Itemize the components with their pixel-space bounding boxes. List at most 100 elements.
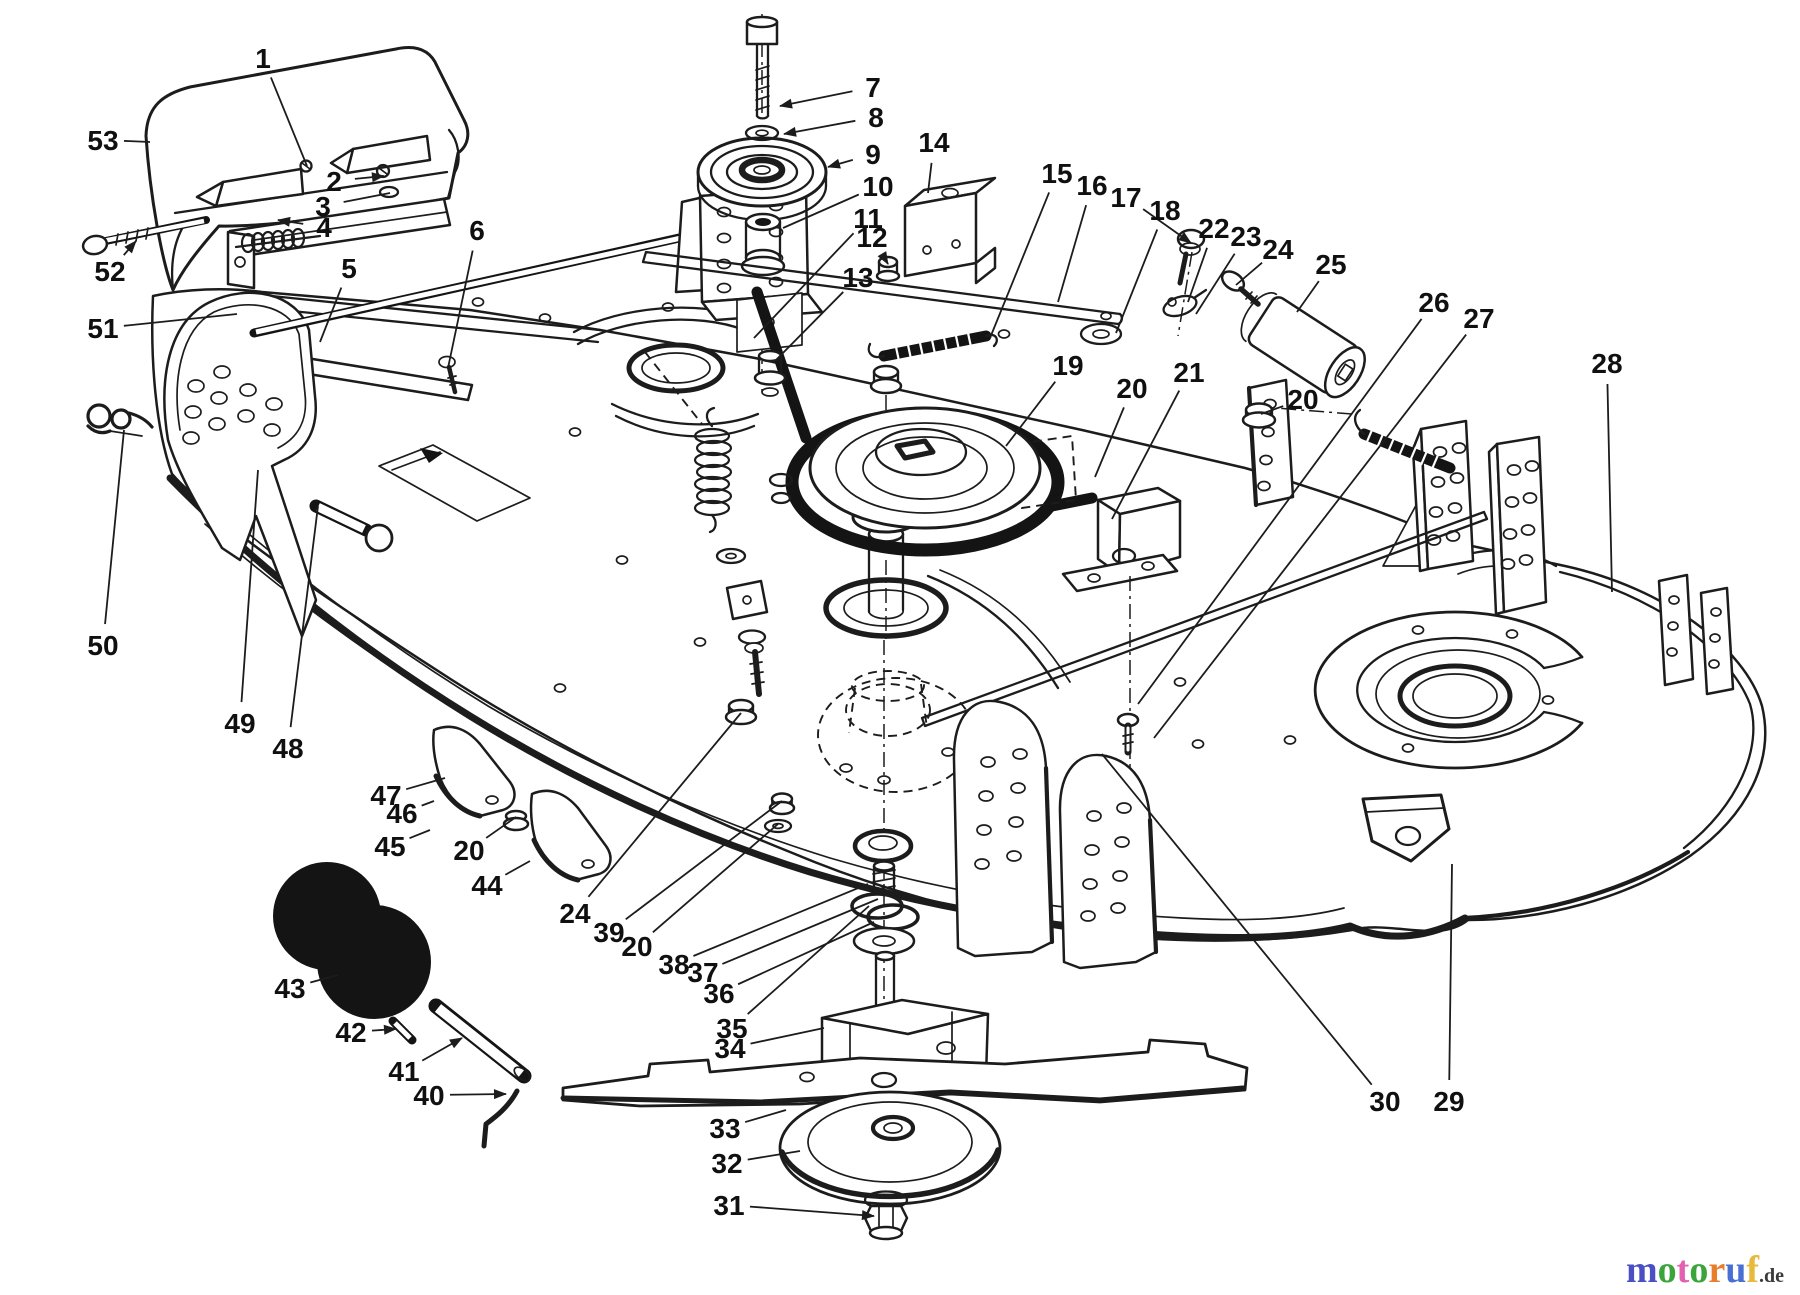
callout-8: 8	[868, 102, 884, 133]
leader-line-39	[625, 800, 783, 921]
callout-20: 20	[1116, 373, 1147, 404]
mower-blade	[560, 1038, 1249, 1108]
callout-51: 51	[87, 313, 118, 344]
callout-40: 40	[413, 1080, 444, 1111]
callout-21: 21	[1173, 357, 1204, 388]
deck-front-lip	[184, 477, 1345, 921]
callout-47: 47	[370, 780, 401, 811]
deck-front-edge	[166, 474, 1469, 942]
spacer-bushing	[753, 349, 787, 397]
belt-guide	[1016, 434, 1078, 510]
deck-back-rail	[260, 293, 602, 344]
leader-line-18	[1115, 229, 1159, 334]
callout-48: 48	[272, 733, 303, 764]
leader-line-7	[779, 90, 853, 109]
leader-line-23	[1195, 253, 1236, 315]
leader-line-17	[1142, 208, 1192, 244]
leader-line-29	[1448, 863, 1453, 1081]
callout-29: 29	[1433, 1086, 1464, 1117]
callout-49: 49	[224, 708, 255, 739]
leader-line-27	[1153, 334, 1467, 739]
callout-42: 42	[335, 1017, 366, 1048]
leader-line-49	[240, 469, 259, 703]
washer	[378, 185, 400, 199]
callout-16: 16	[1076, 170, 1107, 201]
link	[1162, 288, 1208, 318]
extension-spring-left	[867, 330, 998, 362]
leader-line-6	[447, 250, 474, 369]
hairpin-cotter	[86, 403, 154, 437]
callout-14: 14	[918, 127, 950, 158]
blade-cup	[778, 1090, 1002, 1206]
leader-line-11	[753, 232, 855, 339]
idler-tension-spring	[644, 351, 733, 534]
callout-24: 24	[559, 898, 591, 929]
leader-line-4	[277, 216, 304, 227]
leader-line-1	[270, 77, 308, 167]
leader-line-33	[744, 1109, 787, 1123]
idler-spacer	[740, 212, 786, 277]
leader-line-50	[104, 429, 125, 625]
leader-line-36	[737, 921, 875, 986]
bolt	[1220, 270, 1261, 307]
leader-line-37	[722, 898, 879, 965]
deck-shell	[151, 287, 1767, 942]
right-spindle-opening	[1397, 663, 1513, 729]
callout-20: 20	[621, 931, 652, 962]
leader-line-22	[1187, 247, 1208, 303]
callout-45: 45	[374, 831, 405, 862]
callout-32: 32	[711, 1148, 742, 1179]
brake-arm-cluster	[641, 228, 1489, 958]
leader-line-31	[749, 1205, 875, 1221]
leader-line-44	[504, 860, 531, 876]
callout-52: 52	[94, 256, 125, 287]
flange-nut	[1241, 402, 1277, 429]
leader-line-42	[371, 1024, 397, 1035]
idler-assembly	[674, 14, 901, 444]
leader-line-13	[775, 291, 844, 361]
lag-screw	[438, 355, 458, 395]
idler-washer	[744, 124, 780, 142]
deck-right-inner-edge	[1558, 570, 1755, 850]
callout-26: 26	[1418, 287, 1449, 318]
callout-39: 39	[593, 917, 624, 948]
leader-line-43	[310, 974, 339, 984]
leader-line-38	[693, 883, 869, 957]
center-spindle-assembly	[502, 330, 1098, 834]
callout-38: 38	[658, 949, 689, 980]
extension-spring-right	[1275, 407, 1456, 474]
callout-35: 35	[716, 1013, 747, 1044]
leader-line-16	[1057, 204, 1088, 303]
torsion-spring	[240, 227, 306, 254]
leader-line-24	[587, 712, 742, 898]
decal-plate	[378, 444, 531, 522]
leader-line-35	[747, 905, 870, 1015]
spindle-nut	[869, 364, 903, 395]
washer	[852, 926, 916, 956]
callout-31: 31	[713, 1190, 744, 1221]
leader-line-30	[1101, 753, 1373, 1086]
leader-line-10	[782, 193, 860, 229]
callout-34: 34	[714, 1033, 746, 1064]
callout-9: 9	[865, 139, 881, 170]
right-horseshoe-rib	[1313, 610, 1584, 770]
channel-bracket	[903, 176, 997, 285]
deck-outline	[151, 287, 1767, 942]
callout-2: 2	[326, 166, 342, 197]
leader-line-40	[449, 1089, 507, 1100]
callout-7: 7	[865, 72, 881, 103]
spindle-pulley	[808, 406, 1042, 530]
leader-line-34	[750, 1027, 825, 1045]
deck-flange-nut	[724, 698, 758, 726]
callout-20: 20	[453, 835, 484, 866]
grease-fitting	[875, 255, 901, 283]
blade-spindle-stack	[560, 640, 1249, 1241]
leader-line-24	[1235, 261, 1263, 286]
callout-20: 20	[1287, 384, 1318, 415]
leader-line-14	[927, 162, 933, 194]
small-washer	[763, 818, 793, 834]
callout-4: 4	[316, 212, 332, 243]
bearing	[852, 828, 914, 864]
